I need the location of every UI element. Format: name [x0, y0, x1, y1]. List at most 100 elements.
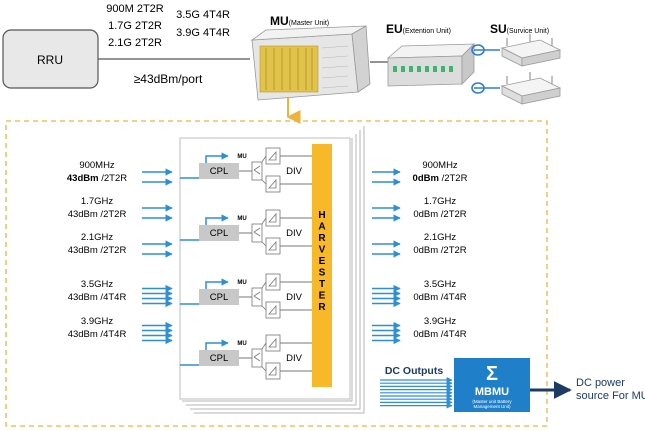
- input-freq: 1.7GHz: [81, 196, 113, 207]
- input-freq: 900MHz: [79, 160, 115, 171]
- top-section: RRU 900M 2T2R 1.7G 2T2R 2.1G 2T2R 3.5G 4…: [2, 3, 562, 124]
- output-freq: 3.5GHz: [424, 279, 456, 290]
- harvester-letter: R: [318, 233, 326, 244]
- fiber-links: [471, 44, 500, 94]
- input-group-1: 900MHz 43dBm /2T2R: [67, 160, 173, 186]
- coupler-block-4: MU CPL DIV: [180, 334, 312, 380]
- band-line-5: 3.9G 4T4R: [176, 27, 230, 39]
- input-power: 43dBm /2T2R: [68, 209, 127, 220]
- dc-outputs-label: DC Outputs: [385, 365, 443, 377]
- filter-glyph: [253, 165, 261, 175]
- div-label: DIV: [286, 166, 303, 177]
- input-power: 43dBm /2T2R: [67, 173, 127, 184]
- mbmu-box: [454, 358, 530, 412]
- filter-icon: [251, 161, 263, 181]
- output-freq: 2.1GHz: [424, 232, 456, 243]
- mbmu-subtitle-2: Management Unit): [473, 404, 511, 409]
- cpl-box: [199, 163, 239, 179]
- eu-title: EU(Extention Unit): [386, 22, 451, 36]
- splitter-glyph: [268, 337, 277, 348]
- output-group-5: 3.9GHz 0dBm /4T4R: [372, 316, 467, 345]
- input-group-5: 3.9GHz 43dBm /4T4R: [68, 316, 173, 345]
- cpl-box: [199, 225, 239, 241]
- cpl-box: [199, 350, 239, 366]
- mu-tap-label: MU: [237, 216, 246, 222]
- filter-glyph: [253, 291, 261, 301]
- harvester-letter: H: [318, 210, 325, 221]
- splitter-glyph: [268, 240, 277, 251]
- split-line: [261, 155, 267, 163]
- input-power: 43dBm /4T4R: [68, 329, 127, 340]
- output-group-3: 2.1GHz 0dBm /2T2R: [372, 232, 467, 258]
- split-line: [261, 342, 267, 350]
- harvester-letter: S: [319, 268, 326, 279]
- band-line-2: 1.7G 2T2R: [108, 20, 162, 32]
- splitter-glyph: [268, 212, 277, 223]
- harvester-letter: A: [318, 222, 325, 233]
- harvester-letter: E: [319, 291, 326, 302]
- input-group-2: 1.7GHz 43dBm /2T2R: [68, 196, 173, 222]
- mu-tap-label: MU: [237, 280, 246, 286]
- harvester-bar: [312, 144, 332, 387]
- output-power: 0dBm /4T4R: [413, 329, 466, 340]
- filter-icon: [251, 348, 263, 368]
- rru-label: RRU: [37, 53, 63, 67]
- split-line: [261, 217, 267, 225]
- split-line: [261, 179, 267, 185]
- splitter-glyph: [268, 365, 277, 376]
- splitter-glyph: [268, 178, 277, 189]
- filter-glyph: [253, 352, 261, 362]
- splitter-glyph: [268, 304, 277, 315]
- split-line: [261, 241, 267, 247]
- div-label: DIV: [286, 353, 303, 364]
- div-label: DIV: [286, 228, 303, 239]
- div-label: DIV: [286, 292, 303, 303]
- band-line-3: 2.1G 2T2R: [108, 37, 162, 49]
- dc-power-line-2: source For MU: [576, 390, 645, 402]
- input-power: 43dBm /4T4R: [68, 292, 127, 303]
- harvester-letter: T: [319, 279, 325, 290]
- harvester-letter: E: [319, 256, 326, 267]
- mbmu-subtitle-1: (Master unit Battery: [472, 399, 512, 404]
- board-stack-outline: [182, 126, 365, 414]
- harvester-letter: V: [319, 245, 326, 256]
- dc-output-arrows: [380, 377, 453, 409]
- coupler-block-3: MU CPL DIV: [180, 273, 312, 319]
- mbmu-symbol: Σ: [486, 363, 498, 385]
- mu-detail-frame: [5, 120, 548, 427]
- input-power: 43dBm /2T2R: [68, 245, 127, 256]
- mbmu-title: MBMU: [475, 386, 509, 398]
- output-group-1: 900MHz 0dBm /2T2R: [372, 160, 468, 186]
- harvester-letter: R: [318, 302, 326, 313]
- output-power: 0dBm /2T2R: [413, 245, 466, 256]
- input-freq: 3.9GHz: [81, 316, 113, 327]
- cpl-label: CPL: [210, 228, 228, 239]
- mu-device-icon: [250, 25, 371, 101]
- su-device-icon: [500, 34, 562, 105]
- mu-tap-label: MU: [237, 341, 246, 347]
- input-freq: 2.1GHz: [81, 232, 113, 243]
- output-freq: 3.9GHz: [424, 316, 456, 327]
- mu-tap-label: MU: [237, 154, 246, 160]
- input-freq: 3.5GHz: [81, 279, 113, 290]
- su-title: SU(Survice Unit): [490, 22, 549, 36]
- cpl-label: CPL: [210, 353, 228, 364]
- splitter-glyph: [268, 276, 277, 287]
- output-freq: 900MHz: [422, 160, 458, 171]
- eu-device-icon: [386, 43, 475, 87]
- split-line: [261, 281, 267, 289]
- filter-icon: [251, 287, 263, 307]
- band-line-1: 900M 2T2R: [106, 3, 164, 15]
- output-power: 0dBm /2T2R: [413, 173, 468, 184]
- cpl-label: CPL: [210, 292, 228, 303]
- output-power: 0dBm /2T2R: [413, 209, 466, 220]
- filter-icon: [251, 223, 263, 243]
- power-per-port: ≥43dBm/port: [134, 72, 203, 86]
- cpl-box: [199, 289, 239, 305]
- input-group-3: 2.1GHz 43dBm /2T2R: [68, 232, 173, 258]
